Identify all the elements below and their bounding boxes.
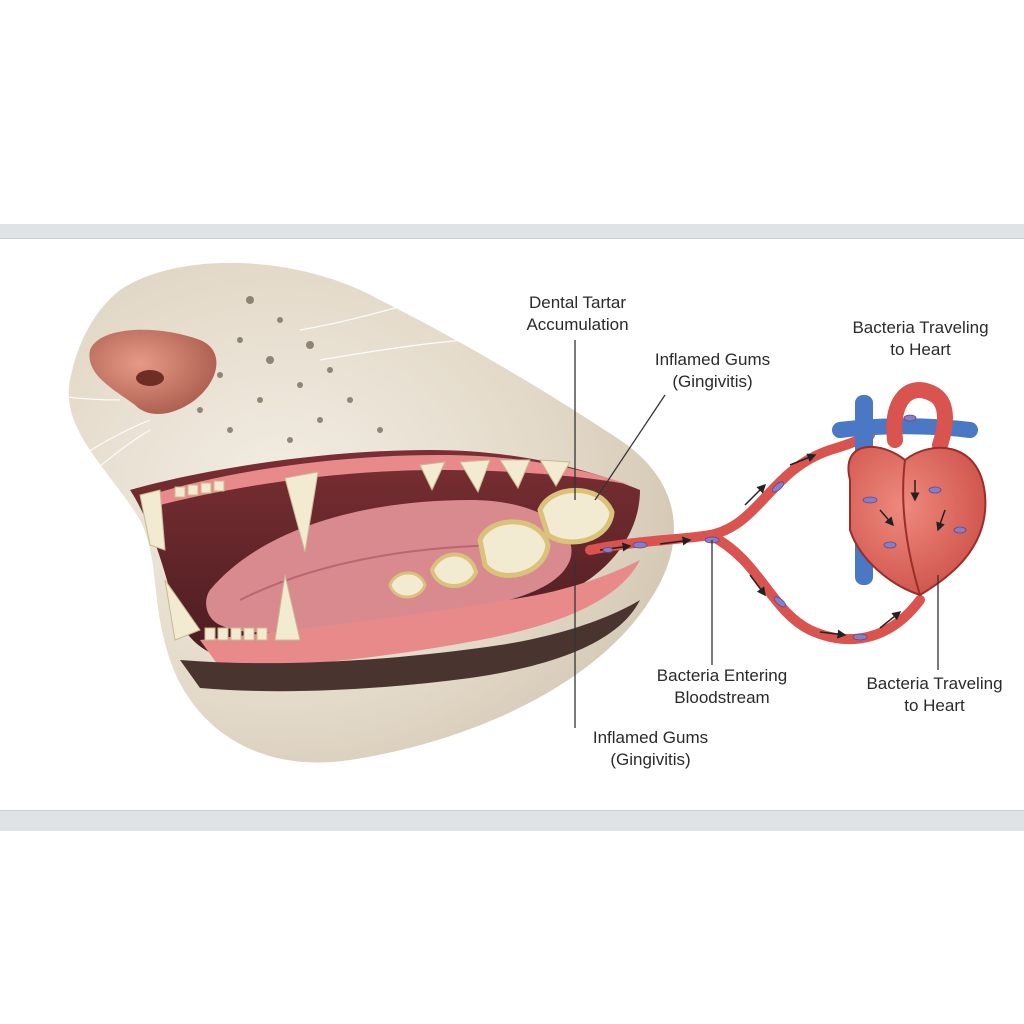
label-bacteria-heart-bottom: Bacteria Traveling to Heart bbox=[866, 674, 1003, 715]
septum bbox=[902, 459, 921, 596]
heart-flow-arrows bbox=[879, 480, 946, 532]
nostril bbox=[136, 370, 164, 386]
heart-bacteria bbox=[862, 414, 967, 549]
dog-head-icon bbox=[0, 262, 675, 763]
heart-body bbox=[847, 446, 987, 597]
whiskers bbox=[0, 284, 501, 561]
heart-icon bbox=[832, 382, 987, 597]
artery-lower bbox=[705, 530, 925, 645]
bottom-border-band bbox=[0, 810, 1024, 831]
pulmonary-vein bbox=[832, 418, 978, 438]
fur-spots bbox=[197, 296, 383, 443]
label-bacteria-entering: Bacteria Entering Bloodstream bbox=[656, 666, 788, 707]
molars-with-tartar bbox=[388, 488, 615, 599]
tongue bbox=[206, 500, 572, 633]
leader-lines bbox=[574, 340, 939, 728]
lower-teeth bbox=[164, 574, 301, 641]
lower-lip bbox=[180, 600, 640, 692]
aorta bbox=[886, 382, 953, 453]
upper-teeth bbox=[139, 459, 571, 553]
label-inflamed-gums-lower: Inflamed Gums (Gingivitis) bbox=[592, 728, 709, 769]
lower-gum bbox=[200, 560, 640, 668]
label-inflamed-gums-upper: Inflamed Gums (Gingivitis) bbox=[654, 350, 771, 391]
label-bacteria-heart-top: Bacteria Traveling to Heart bbox=[852, 318, 989, 359]
top-border-band bbox=[0, 224, 1024, 239]
label-dental-tartar: Dental Tartar Accumulation bbox=[526, 293, 629, 334]
artery-upper bbox=[585, 430, 875, 555]
